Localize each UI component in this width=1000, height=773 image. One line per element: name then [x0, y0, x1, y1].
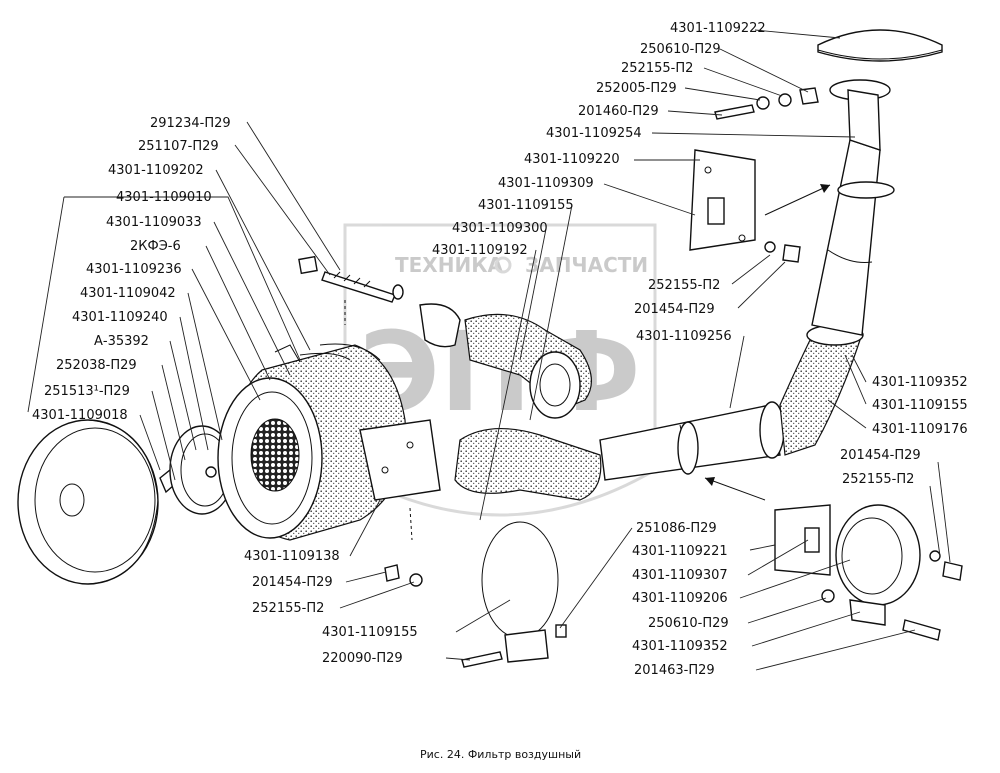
label-4301-1109206: 4301-1109206: [632, 591, 728, 606]
label-4301-1109352-right: 4301-1109352: [872, 375, 968, 390]
label-201460: 201460-П29: [578, 104, 659, 119]
label-4301-1109236: 4301-1109236: [86, 262, 182, 277]
label-220090: 220090-П29: [322, 651, 403, 666]
lower-bracket: [774, 504, 963, 641]
label-4301-1109176: 4301-1109176: [872, 422, 968, 437]
label-4301-1109033: 4301-1109033: [106, 215, 202, 230]
fasteners-top: [714, 87, 819, 263]
filter-cover: [17, 419, 159, 585]
label-291234: 291234-П29: [150, 116, 231, 131]
label-4301-1109220: 4301-1109220: [524, 152, 620, 167]
label-252155-top: 252155-П2: [621, 61, 693, 76]
label-252038: 252038-П29: [56, 358, 137, 373]
label-4301-1109018: 4301-1109018: [32, 408, 128, 423]
label-252155-right: 252155-П2: [842, 472, 914, 487]
intake-pipe: [454, 324, 864, 501]
filter-housing: [217, 343, 441, 541]
vertical-pipe: [811, 79, 895, 336]
figure-caption: Рис. 24. Фильтр воздушный: [420, 748, 581, 761]
leader-lines: [27, 29, 951, 671]
watermark-gear-icon: [494, 256, 512, 274]
label-4301-1109202: 4301-1109202: [108, 163, 204, 178]
label-252005: 252005-П29: [596, 81, 677, 96]
watermark-text-right: ЗАПЧАСТИ: [525, 253, 648, 277]
fasteners-left: [298, 255, 423, 587]
assembly-arrows: [704, 184, 831, 501]
label-4301-1109254: 4301-1109254: [546, 126, 642, 141]
mounting-bracket: [689, 149, 756, 251]
label-201463: 201463-П29: [634, 663, 715, 678]
label-4301-1109221: 4301-1109221: [632, 544, 728, 559]
label-4301-1109256: 4301-1109256: [636, 329, 732, 344]
part-labels: 4301-1109222 250610-П29 252155-П2 252005…: [32, 21, 968, 678]
hose-elbows: [419, 303, 592, 419]
watermark-text-left: ТЕХНИКА: [395, 253, 504, 277]
label-250610-right: 250610-П29: [648, 616, 729, 631]
label-201454-right: 201454-П29: [840, 448, 921, 463]
label-4301-1109138: 4301-1109138: [244, 549, 340, 564]
label-4301-1109222: 4301-1109222: [670, 21, 766, 36]
label-4301-1109155-bottom: 4301-1109155: [322, 625, 418, 640]
label-4301-1109192: 4301-1109192: [432, 243, 528, 258]
label-4301-1109240: 4301-1109240: [72, 310, 168, 325]
parts-drawing: [17, 29, 963, 668]
rain-cap: [817, 29, 943, 62]
label-251513: 251513¹-П29: [44, 384, 130, 399]
label-4301-1109352-bottom: 4301-1109352: [632, 639, 728, 654]
label-251086: 251086-П29: [636, 521, 717, 536]
label-4301-1109155-right: 4301-1109155: [872, 398, 968, 413]
label-4301-1109307: 4301-1109307: [632, 568, 728, 583]
label-250610-top: 250610-П29: [640, 42, 721, 57]
clamp-ring: [461, 521, 567, 668]
label-4301-1109309: 4301-1109309: [498, 176, 594, 191]
label-4301-1109300: 4301-1109300: [452, 221, 548, 236]
label-4301-1109010: 4301-1109010: [116, 190, 212, 205]
mesh-element: [250, 418, 300, 492]
label-201454-bottom: 201454-П29: [252, 575, 333, 590]
label-4301-1109155-top: 4301-1109155: [478, 198, 574, 213]
label-252155-bottom: 252155-П2: [252, 601, 324, 616]
label-251107: 251107-П29: [138, 139, 219, 154]
label-2kfe-6: 2КФЭ-6: [130, 239, 181, 254]
label-4301-1109042: 4301-1109042: [80, 286, 176, 301]
label-252155-mid: 252155-П2: [648, 278, 720, 293]
label-a-35392: А-35392: [94, 334, 149, 349]
label-201454-mid: 201454-П29: [634, 302, 715, 317]
